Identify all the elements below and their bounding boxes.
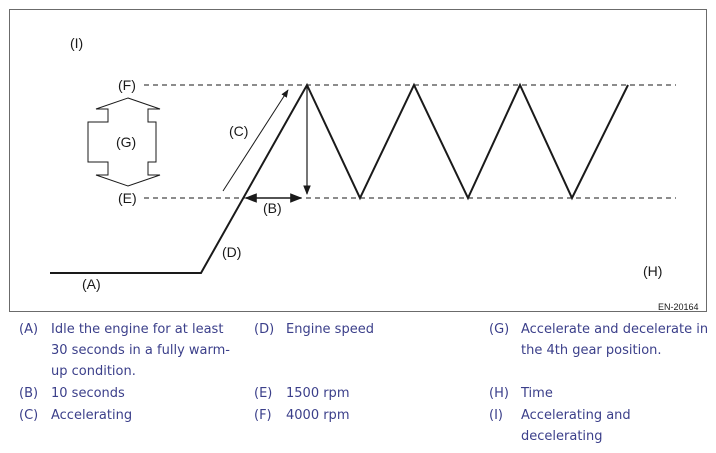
label-d: (D): [222, 244, 241, 260]
engine-speed-diagram: (I) (F) (G) (E) (C) (B) (D) (A) (H) EN-2…: [50, 35, 699, 312]
legend-item-h: (H) Time: [489, 383, 711, 404]
label-h: (H): [643, 263, 662, 279]
legend-item-d: (D) Engine speed: [254, 319, 474, 340]
legend: (A) Idle the engine for at least 30 seco…: [0, 319, 716, 453]
accelerating-arrow: [222, 89, 289, 192]
legend-item-g: (G) Accelerate and decelerate in the 4th…: [489, 319, 711, 361]
legend-text-line: Accelerating and: [521, 408, 631, 423]
legend-key: (G): [489, 322, 510, 337]
legend-key: (F): [254, 408, 272, 423]
legend-text-line: the 4th gear position.: [521, 343, 662, 358]
legend-text-line: Engine speed: [286, 322, 374, 337]
legend-item-e: (E) 1500 rpm: [254, 383, 474, 404]
legend-item-f: (F) 4000 rpm: [254, 405, 474, 426]
accelerate-decelerate-symbol: [87, 97, 161, 187]
legend-text-line: Idle the engine for at least: [51, 322, 224, 337]
legend-item-a: (A) Idle the engine for at least 30 seco…: [19, 319, 249, 382]
label-g: (G): [116, 134, 136, 150]
legend-key: (B): [19, 386, 39, 401]
label-c: (C): [229, 123, 248, 139]
legend-text-line: up condition.: [51, 364, 136, 379]
figure-code: EN-20164: [658, 302, 699, 312]
legend-text-line: 4000 rpm: [286, 408, 350, 423]
legend-key: (D): [254, 322, 275, 337]
legend-text-line: decelerating: [521, 429, 603, 444]
legend-key: (H): [489, 386, 509, 401]
legend-item-b: (B) 10 seconds: [19, 383, 249, 404]
diagram-figure: (I) (F) (G) (E) (C) (B) (D) (A) (H) EN-2…: [9, 9, 707, 312]
legend-text-line: 30 seconds in a fully warm-: [51, 343, 230, 358]
legend-text-line: Accelerating: [51, 408, 133, 423]
label-a: (A): [82, 276, 101, 292]
label-b: (B): [263, 200, 282, 216]
legend-key: (C): [19, 408, 39, 423]
legend-key: (I): [489, 408, 503, 423]
label-i: (I): [70, 35, 83, 51]
legend-key: (A): [19, 322, 39, 337]
legend-text-line: Accelerate and decelerate in: [521, 322, 709, 337]
engine-speed-trace: [50, 82, 629, 274]
label-e: (E): [118, 190, 137, 206]
legend-item-i: (I) Accelerating and decelerating: [489, 405, 711, 447]
legend-item-c: (C) Accelerating: [19, 405, 249, 426]
legend-text-line: 10 seconds: [51, 386, 125, 401]
legend-key: (E): [254, 386, 273, 401]
legend-text-line: Time: [521, 386, 553, 401]
label-f: (F): [118, 77, 136, 93]
legend-text-line: 1500 rpm: [286, 386, 350, 401]
